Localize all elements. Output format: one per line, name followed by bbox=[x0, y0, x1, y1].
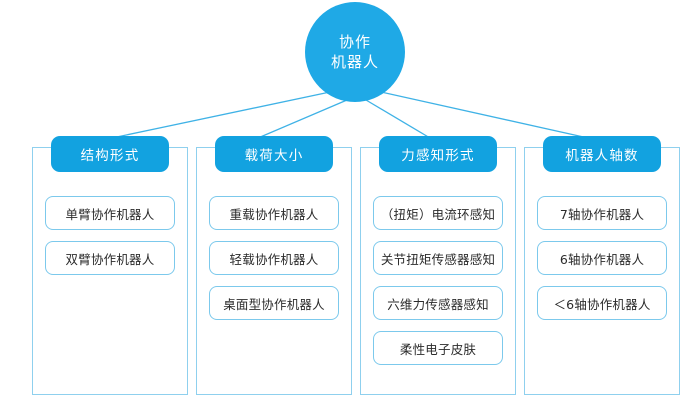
connector-line-4 bbox=[380, 91, 589, 139]
leaf-item[interactable]: 重载协作机器人 bbox=[209, 196, 339, 230]
branch-items-payload: 重载协作机器人 轻载协作机器人 桌面型协作机器人 bbox=[209, 196, 339, 320]
leaf-item[interactable]: 桌面型协作机器人 bbox=[209, 286, 339, 320]
leaf-item[interactable]: 关节扭矩传感器感知 bbox=[373, 241, 503, 275]
leaf-item[interactable]: 6轴协作机器人 bbox=[537, 241, 667, 275]
category-header-axis-count[interactable]: 机器人轴数 bbox=[543, 136, 661, 172]
category-header-structure[interactable]: 结构形式 bbox=[51, 136, 169, 172]
root-node[interactable]: 协作 机器人 bbox=[305, 2, 405, 102]
branch-items-structure: 单臂协作机器人 双臂协作机器人 bbox=[45, 196, 175, 275]
category-header-label: 机器人轴数 bbox=[565, 148, 639, 164]
branch-items-force-sensing: （扭矩）电流环感知 关节扭矩传感器感知 六维力传感器感知 柔性电子皮肤 bbox=[373, 196, 503, 365]
leaf-item[interactable]: 单臂协作机器人 bbox=[45, 196, 175, 230]
root-label-line1: 协作 bbox=[338, 32, 371, 51]
category-header-label: 力感知形式 bbox=[401, 148, 475, 164]
root-label-line2: 机器人 bbox=[330, 53, 379, 71]
branch-items-axis-count: 7轴协作机器人 6轴协作机器人 ＜6轴协作机器人 bbox=[537, 196, 667, 320]
leaf-item[interactable]: 7轴协作机器人 bbox=[537, 196, 667, 230]
leaf-item[interactable]: ＜6轴协作机器人 bbox=[537, 286, 667, 320]
leaf-item[interactable]: 轻载协作机器人 bbox=[209, 241, 339, 275]
category-header-payload[interactable]: 载荷大小 bbox=[215, 136, 333, 172]
category-header-label: 结构形式 bbox=[80, 148, 140, 164]
category-header-label: 载荷大小 bbox=[244, 148, 304, 164]
category-header-force-sensing[interactable]: 力感知形式 bbox=[379, 136, 497, 172]
connector-line-1 bbox=[111, 91, 331, 139]
leaf-item[interactable]: 六维力传感器感知 bbox=[373, 286, 503, 320]
connector-line-2 bbox=[257, 99, 348, 139]
leaf-item[interactable]: 双臂协作机器人 bbox=[45, 241, 175, 275]
connector-line-3 bbox=[365, 99, 431, 139]
leaf-item[interactable]: 柔性电子皮肤 bbox=[373, 331, 503, 365]
leaf-item[interactable]: （扭矩）电流环感知 bbox=[373, 196, 503, 230]
